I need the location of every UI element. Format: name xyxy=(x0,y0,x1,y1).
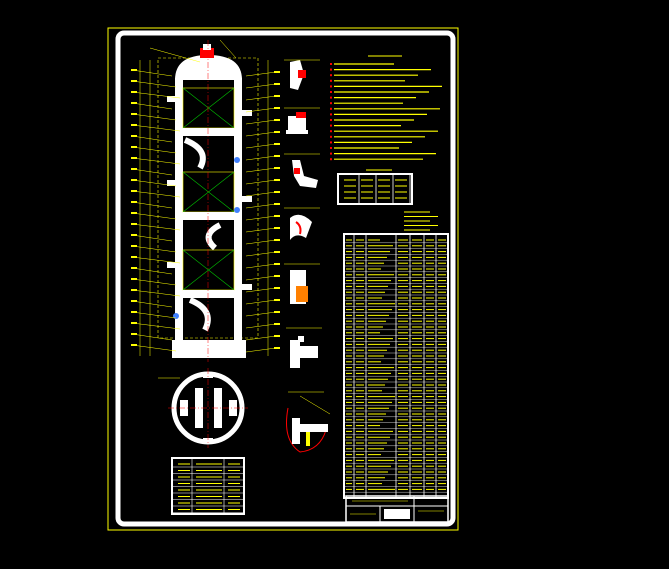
detail-view-3 xyxy=(284,153,320,188)
design-data-table xyxy=(337,169,413,205)
parts-list xyxy=(343,233,449,499)
sheet-border xyxy=(115,30,456,527)
detail-view-4 xyxy=(284,207,320,240)
technical-notes xyxy=(330,55,442,161)
detail-view-7 xyxy=(286,391,331,453)
vessel-elevation xyxy=(139,40,269,362)
nozzle-table xyxy=(171,457,245,515)
vessel-plan-view xyxy=(158,368,248,448)
detail-view-5 xyxy=(284,263,320,304)
detail-view-1 xyxy=(284,59,320,90)
leader-lines xyxy=(131,39,280,353)
detail-view-6 xyxy=(286,327,322,368)
title-block xyxy=(345,495,449,523)
detail-view-2 xyxy=(284,107,320,134)
outer-frame xyxy=(107,27,459,531)
parts-summary-notes xyxy=(404,211,438,235)
